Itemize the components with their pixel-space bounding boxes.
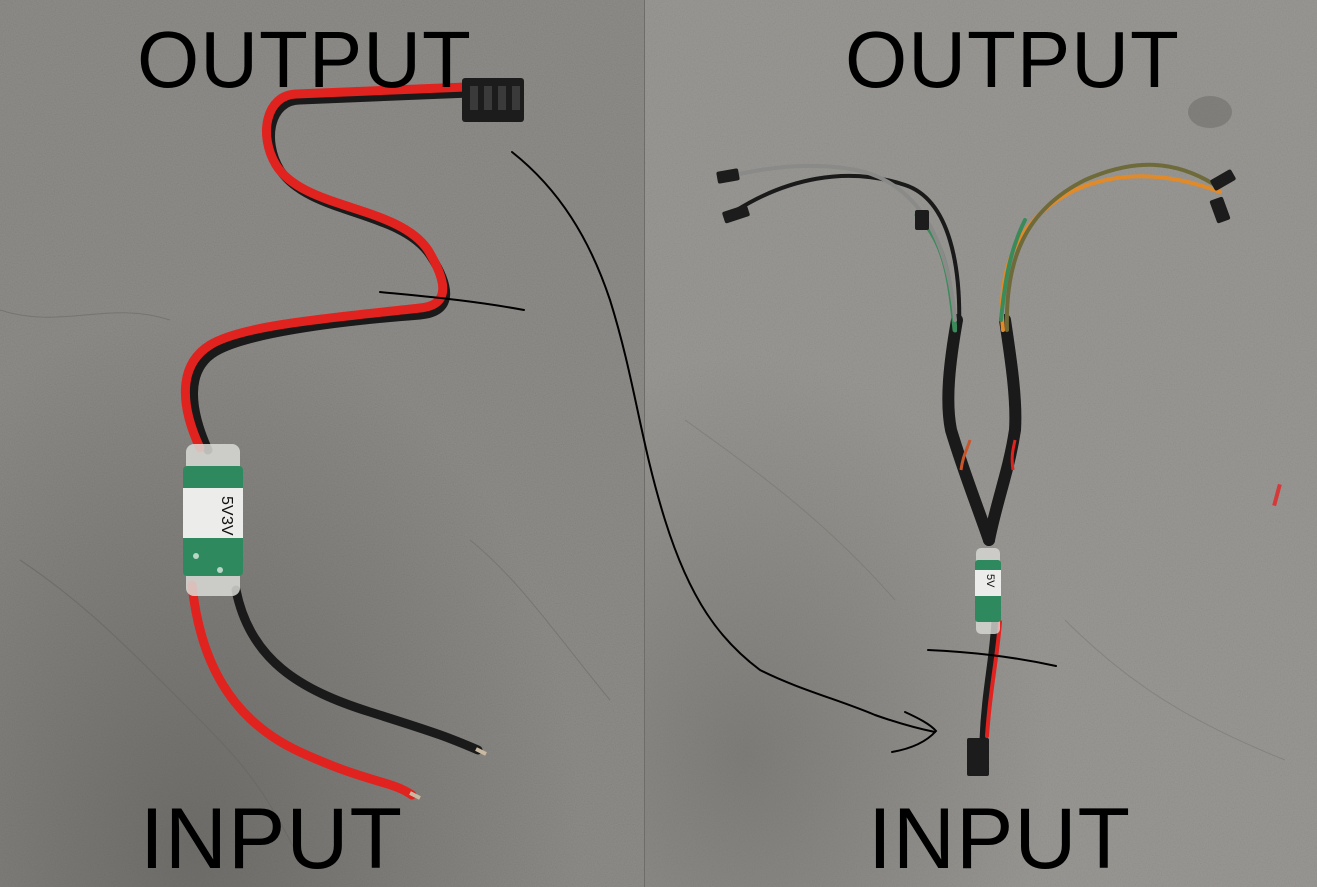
olive-wire-right-branch: [1004, 162, 1217, 332]
right-photo: 5V: [645, 0, 1317, 887]
jumper-socket-right-b: [1209, 196, 1231, 224]
label-input-right: INPUT: [868, 791, 1131, 887]
left-branch-harness: [942, 314, 995, 546]
right-branch-harness: [983, 314, 1022, 546]
black-input-wire: [231, 585, 483, 755]
label-output-left: OUTPUT: [137, 15, 472, 104]
input-connector-right: [967, 738, 989, 776]
regulator-marking-left-5v: 5V: [218, 496, 235, 516]
red-output-wire: [181, 82, 471, 453]
left-photo: 5V 3V: [0, 0, 645, 887]
right-photo-panel: 5V: [645, 0, 1317, 887]
red-input-wire: [187, 580, 417, 800]
jumper-socket-right-a: [1210, 169, 1236, 191]
regulator-marking-left-3v: 3V: [218, 516, 235, 536]
label-output-right: OUTPUT: [845, 15, 1180, 104]
label-input-left: INPUT: [140, 791, 403, 887]
regulator-marking-right-5v: 5V: [984, 574, 996, 588]
voltage-regulator-left: 5V 3V: [183, 444, 243, 596]
servo-connector: [462, 78, 524, 122]
voltage-regulator-right: 5V: [975, 548, 1001, 634]
left-photo-panel: 5V 3V: [0, 0, 645, 887]
